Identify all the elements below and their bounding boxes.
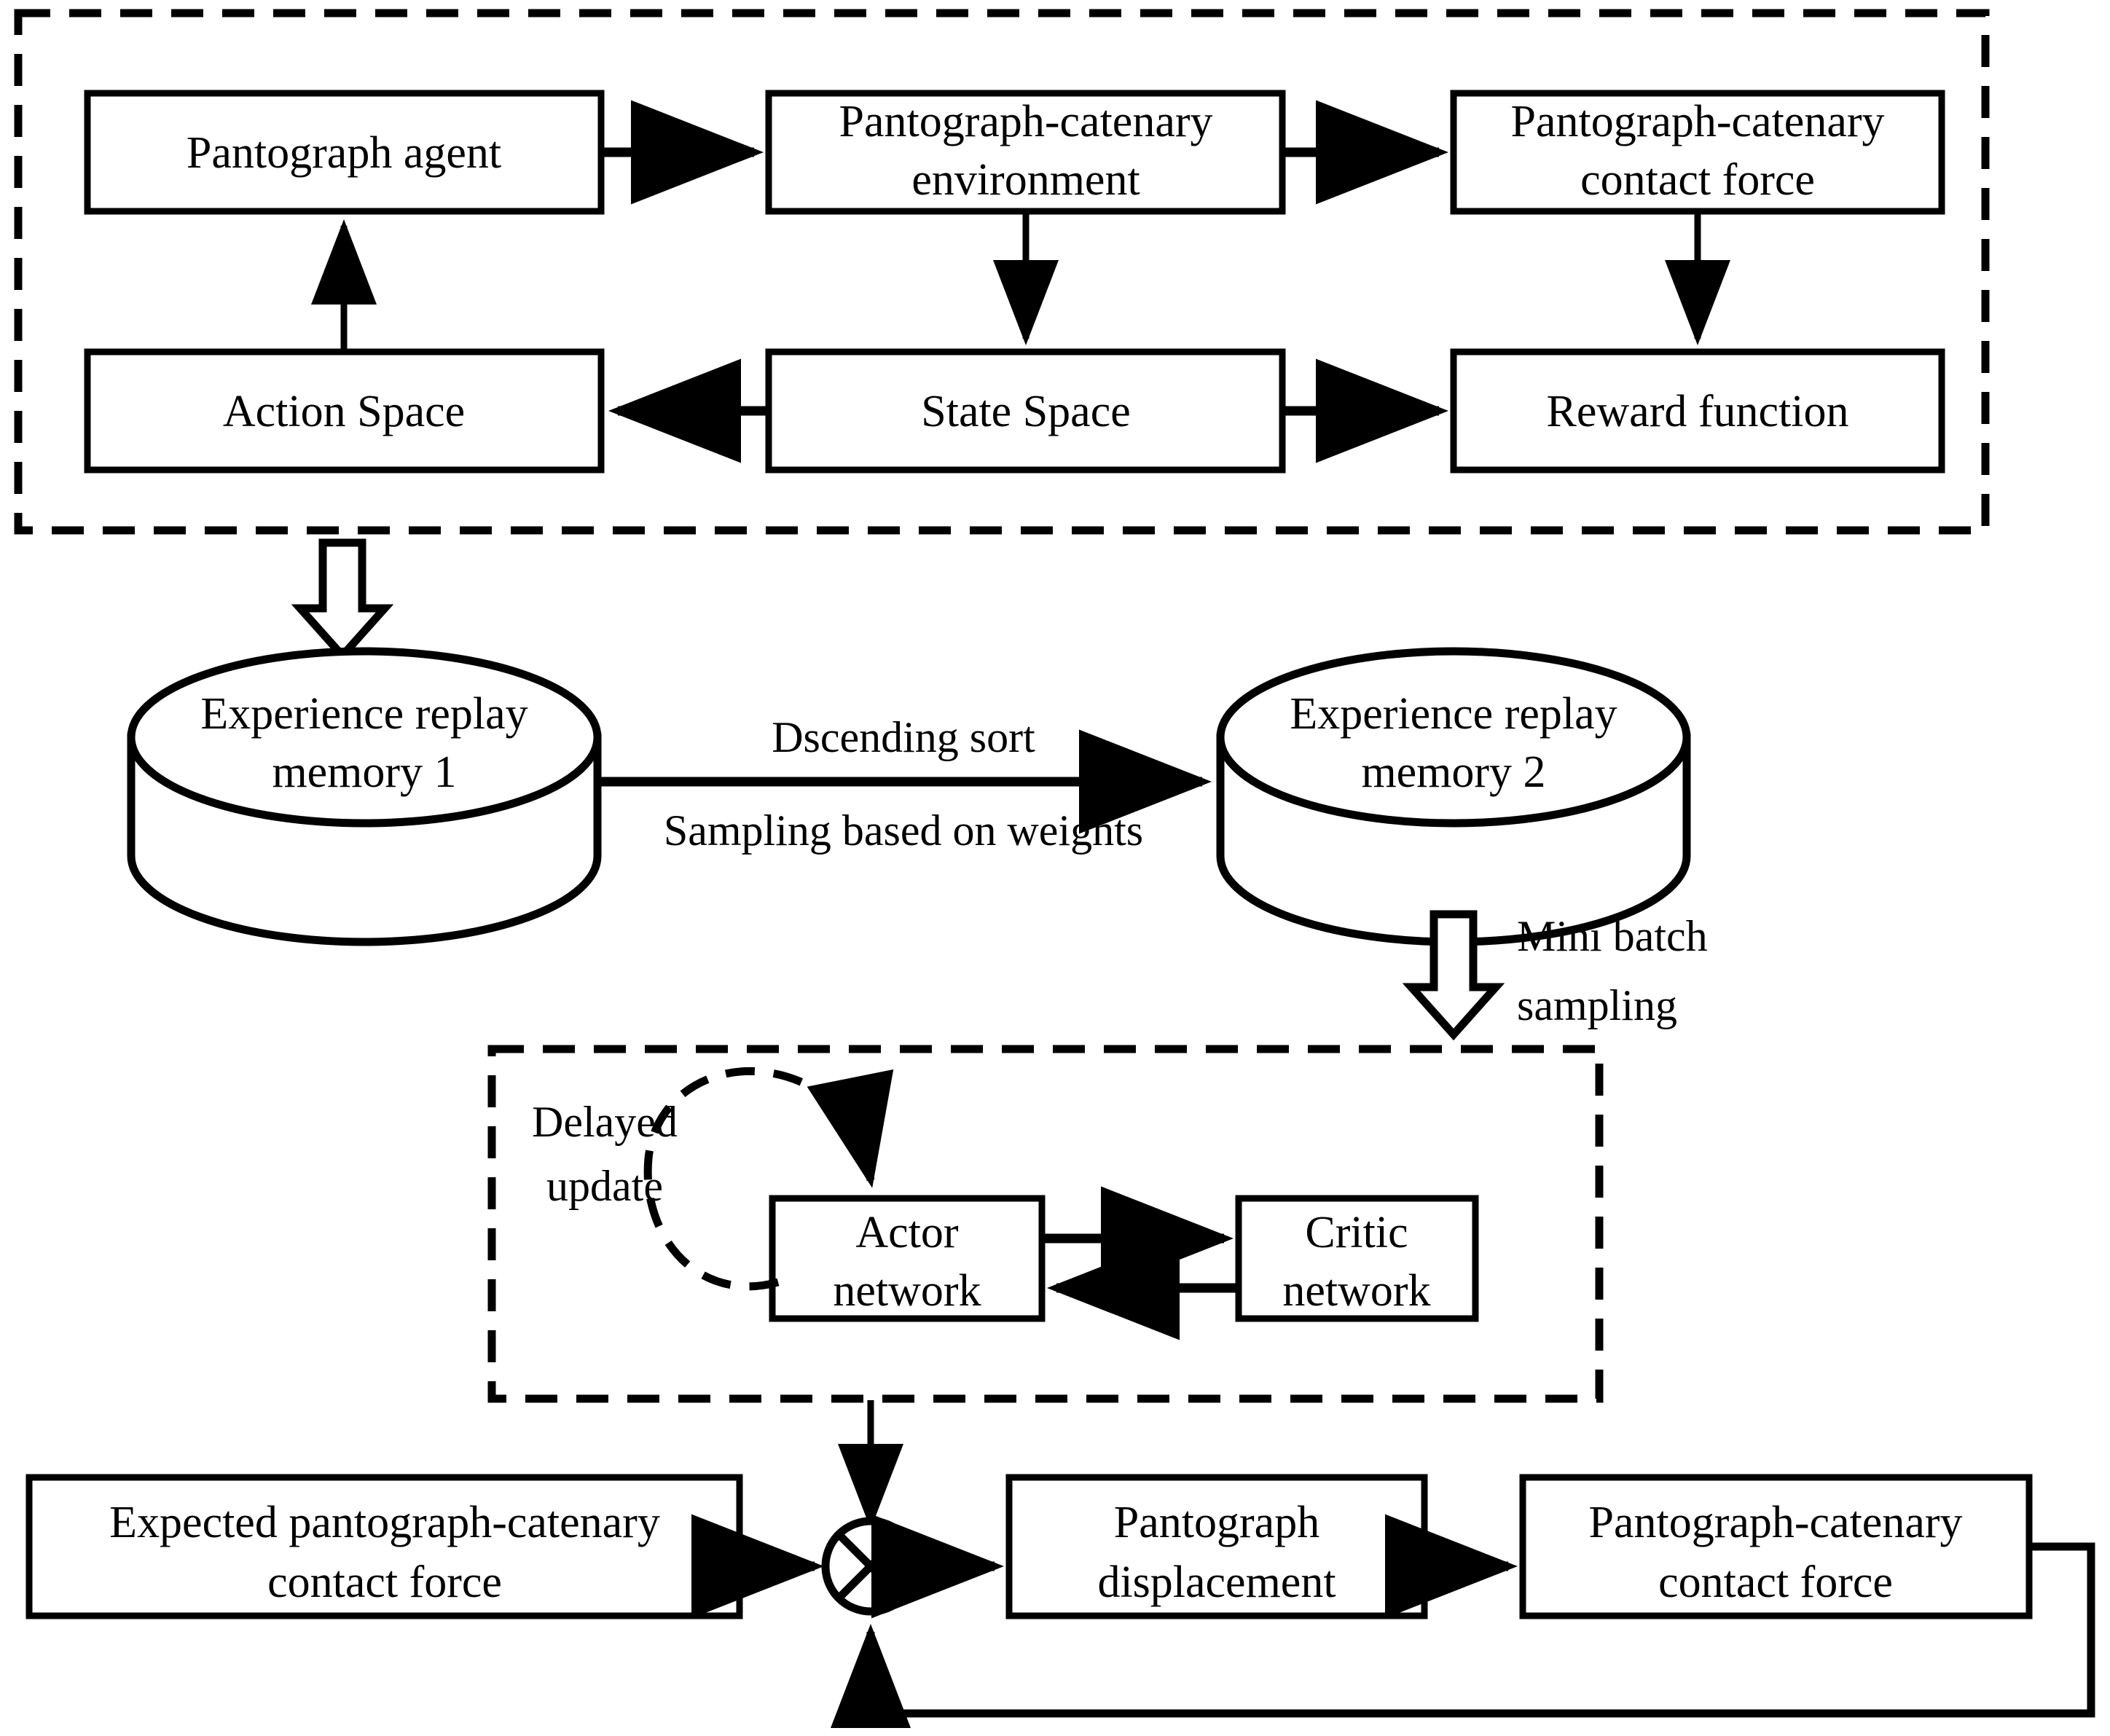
expected-contact-force-label-2: contact force	[267, 1558, 502, 1607]
actor-network-box[interactable]	[769, 1195, 1046, 1322]
summing-junction-icon[interactable]	[821, 1517, 920, 1616]
pc-contact-force-top-label-2: contact force	[1580, 155, 1815, 205]
descending-sort-label: Dscending sort	[772, 713, 1035, 761]
mini-batch-label-1: Mini batch	[1517, 912, 1708, 960]
pc-environment-box[interactable]	[765, 90, 1286, 215]
state-space-label: State Space	[921, 387, 1131, 436]
pantograph-agent-label: Pantograph agent	[187, 128, 501, 178]
delayed-update-label-2: update	[546, 1162, 663, 1210]
pc-environment-label-1: Pantograph-catenary	[839, 97, 1213, 146]
td3-network-group-border	[487, 1045, 1604, 1403]
pantograph-displacement-box[interactable]	[1005, 1474, 1428, 1619]
rl-environment-group-border	[14, 9, 1990, 535]
pantograph-displacement-label-2: displacement	[1097, 1558, 1336, 1607]
state-space-box[interactable]	[765, 348, 1286, 474]
reward-function-box[interactable]	[1450, 348, 1945, 474]
pc-contact-force-bottom-label-2: contact force	[1658, 1558, 1893, 1607]
sampling-weights-label: Sampling based on weights	[664, 806, 1143, 855]
critic-network-label-2: network	[1282, 1266, 1430, 1316]
pantograph-agent-box[interactable]	[84, 90, 605, 215]
mini-batch-label-2: sampling	[1517, 981, 1677, 1029]
action-space-label: Action Space	[223, 387, 465, 436]
pc-contact-force-top-box[interactable]	[1450, 90, 1945, 215]
reward-function-label: Reward function	[1547, 387, 1849, 436]
actor-network-label-2: network	[833, 1266, 981, 1316]
memory2-label-1: Experience replay	[1290, 689, 1617, 739]
critic-network-label-1: Critic	[1305, 1208, 1408, 1257]
memory2-label-2: memory 2	[1361, 747, 1545, 797]
memory1-label-2: memory 1	[272, 747, 456, 797]
action-space-box[interactable]	[84, 348, 605, 474]
pantograph-displacement-label-1: Pantograph	[1114, 1498, 1319, 1547]
expected-contact-force-label-1: Expected pantograph-catenary	[109, 1498, 660, 1547]
pc-contact-force-bottom-label-1: Pantograph-catenary	[1589, 1498, 1963, 1547]
memory1-label-1: Experience replay	[200, 689, 528, 739]
actor-network-label-1: Actor	[855, 1208, 959, 1257]
critic-network-box[interactable]	[1235, 1195, 1479, 1322]
pc-contact-force-bottom-box[interactable]	[1519, 1474, 2033, 1619]
memory2-cylinder[interactable]	[1216, 647, 1691, 946]
block-arrow-mini-batch	[1402, 910, 1505, 1041]
block-arrow-to-memory1	[291, 538, 394, 662]
pc-contact-force-top-label-1: Pantograph-catenary	[1511, 97, 1885, 146]
delayed-update-label-1: Delayed	[532, 1098, 678, 1146]
memory1-cylinder[interactable]	[127, 647, 602, 946]
feedback-path	[831, 1542, 2095, 1728]
pc-environment-label-2: environment	[911, 155, 1140, 205]
